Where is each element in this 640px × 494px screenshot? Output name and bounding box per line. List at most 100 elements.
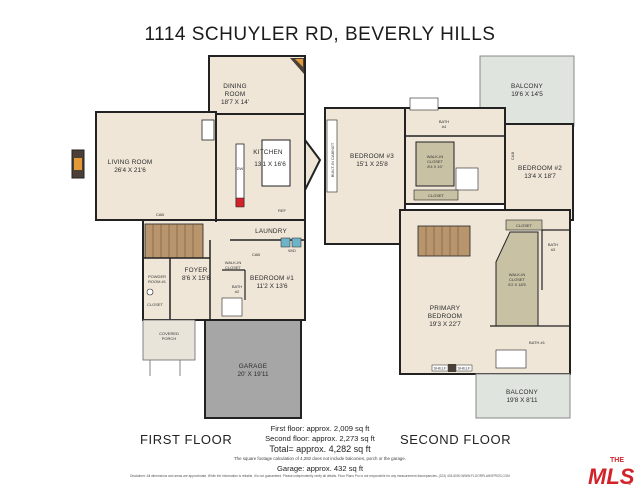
cab2-label: CAB (252, 252, 261, 257)
foyer-label: FOYER (184, 267, 207, 274)
mls-logo: THE MLS ™ (588, 457, 634, 489)
primary-label: PRIMARY (430, 305, 461, 312)
kitchen-bay (304, 137, 322, 191)
bath2-tub (221, 297, 243, 317)
walkin-a-label-2: CLOSET (427, 159, 444, 164)
built-in-cabinet (326, 119, 338, 193)
living-cab-label: CAB (156, 212, 165, 217)
washer (280, 237, 291, 248)
balcony-bottom-dim: 19'8 X 8'11 (506, 397, 538, 404)
primary-dim: 19'3 X 22'7 (429, 321, 461, 328)
first-floor-stairs (144, 223, 204, 259)
wd-label: W/D (288, 248, 296, 253)
primary-label-2: BEDROOM (428, 313, 462, 320)
walkin-b-label-2: CLOSET (509, 277, 526, 282)
balcony-bottom-label: BALCONY (506, 389, 538, 396)
kitchen-area (215, 113, 306, 223)
closet-b-label: CLOSET (516, 223, 533, 228)
balcony-top-label: BALCONY (511, 83, 543, 90)
kitchen-counter (235, 143, 245, 207)
dryer (291, 237, 302, 248)
shelf-left-label: SHELF (434, 366, 447, 371)
bedroom2-area (504, 123, 574, 221)
first-floor-sqft: First floor: approx. 2,009 sq ft (270, 424, 370, 433)
walkin-b-label: WALK-IN (509, 272, 526, 277)
kitchen-label: KITCHEN (253, 149, 283, 156)
fireplace-fire (74, 158, 82, 170)
dining-dim: 18'7 X 14' (221, 99, 249, 106)
closet-label: CLOSET (147, 302, 164, 307)
page-title: 1114 SCHUYLER RD, BEVERLY HILLS (144, 24, 496, 45)
sqft-note: The square footage calculation of 4,282 … (233, 456, 407, 461)
mls-logo-tm: ™ (627, 482, 631, 487)
walkin1-label-2: CLOSET (225, 265, 242, 270)
second-floor-plan (324, 55, 575, 419)
ref-label: REF (278, 208, 287, 213)
closet-a-label: CLOSET (428, 193, 445, 198)
bath2-label: BATH (232, 284, 242, 289)
second-floor-label: SECOND FLOOR (400, 432, 512, 447)
powder-label-2: ROOM #1 (148, 279, 167, 284)
garage-dim: 20' X 19'11 (237, 371, 269, 378)
dining-fireplace-fire (295, 59, 303, 67)
garage-sqft: Garage: approx. 432 sq ft (276, 464, 364, 473)
closet-b (505, 219, 543, 231)
walkin-b-dim: 6'2 X 18'5 (508, 282, 526, 287)
bath2-label-2: #2 (235, 289, 240, 294)
bath1-label: BATH #1 (529, 340, 546, 345)
living-dim: 26'4 X 21'6 (114, 167, 146, 174)
first-floor-label: FIRST FLOOR (140, 432, 233, 447)
walkin-a-dim: 8'4 X 10' (427, 164, 443, 169)
bedroom3-dim: 15'1 X 25'8 (356, 161, 388, 168)
living-label: LIVING ROOM (108, 159, 153, 166)
bedroom2-dim: 13'4 X 18'7 (524, 173, 556, 180)
walkin-a-label: WALK-IN (427, 154, 444, 159)
laundry-label: LAUNDRY (255, 228, 287, 235)
bath3-label-2: #3 (551, 247, 556, 252)
first-floor-plan (71, 55, 322, 419)
builtin-label: BUILT-IN CABINET (330, 142, 335, 177)
bath1-tub (495, 349, 527, 369)
total-sqft: Total= approx. 4,282 sq ft (269, 444, 371, 454)
porch-label-2: PORCH (162, 336, 177, 341)
foyer-dim: 8'6 X 15'6 (182, 275, 210, 282)
bedroom3-label: BEDROOM #3 (350, 153, 394, 160)
porch-label: COVERED (159, 331, 179, 336)
shelf-right-label: SHELF (458, 366, 471, 371)
second-floor-stairs (417, 225, 471, 257)
shower-a (455, 167, 479, 191)
garage-label: GARAGE (239, 363, 268, 370)
kitchen-dim: 13'1 X 16'6 (254, 161, 286, 168)
walkin-closet-a (415, 141, 455, 187)
bath4-tub (409, 97, 439, 111)
bedroom1-label: BEDROOM #1 (250, 275, 294, 282)
disclaimer-text: Disclaimer: All dimensions and areas are… (130, 474, 510, 478)
dining-label: DINING (223, 83, 247, 90)
balcony-top-dim: 19'6 X 14'5 (511, 91, 543, 98)
closet-a (413, 189, 459, 201)
living-room-area (95, 111, 217, 221)
garage-area (204, 319, 302, 419)
second-floor-sqft: Second floor: approx. 2,273 sq ft (265, 434, 375, 443)
walkin-closet-b (495, 231, 539, 327)
fridge (235, 197, 245, 208)
kitchen-island (261, 139, 291, 187)
bedroom1-dim: 11'2 X 13'6 (256, 283, 288, 290)
dw-label: DW (237, 166, 244, 171)
balcony-bottom-area (475, 373, 571, 419)
dining-cabinet (201, 119, 215, 141)
walkin1-label: WALK-IN (225, 260, 242, 265)
bedroom3-area (324, 107, 406, 245)
mls-logo-text: MLS (588, 464, 634, 489)
bath4-label-2: #4 (442, 124, 447, 129)
dining-label-2: ROOM (225, 91, 246, 98)
bath4-label: BATH (439, 119, 449, 124)
bath3-label: BATH (548, 242, 558, 247)
mls-logo-the: THE (610, 457, 624, 464)
covered-porch (142, 319, 196, 361)
bedroom2-label: BEDROOM #2 (518, 165, 562, 172)
dining-room-area (208, 55, 306, 115)
primary-fireplace (448, 364, 456, 372)
cab-label: CAB (510, 152, 515, 161)
